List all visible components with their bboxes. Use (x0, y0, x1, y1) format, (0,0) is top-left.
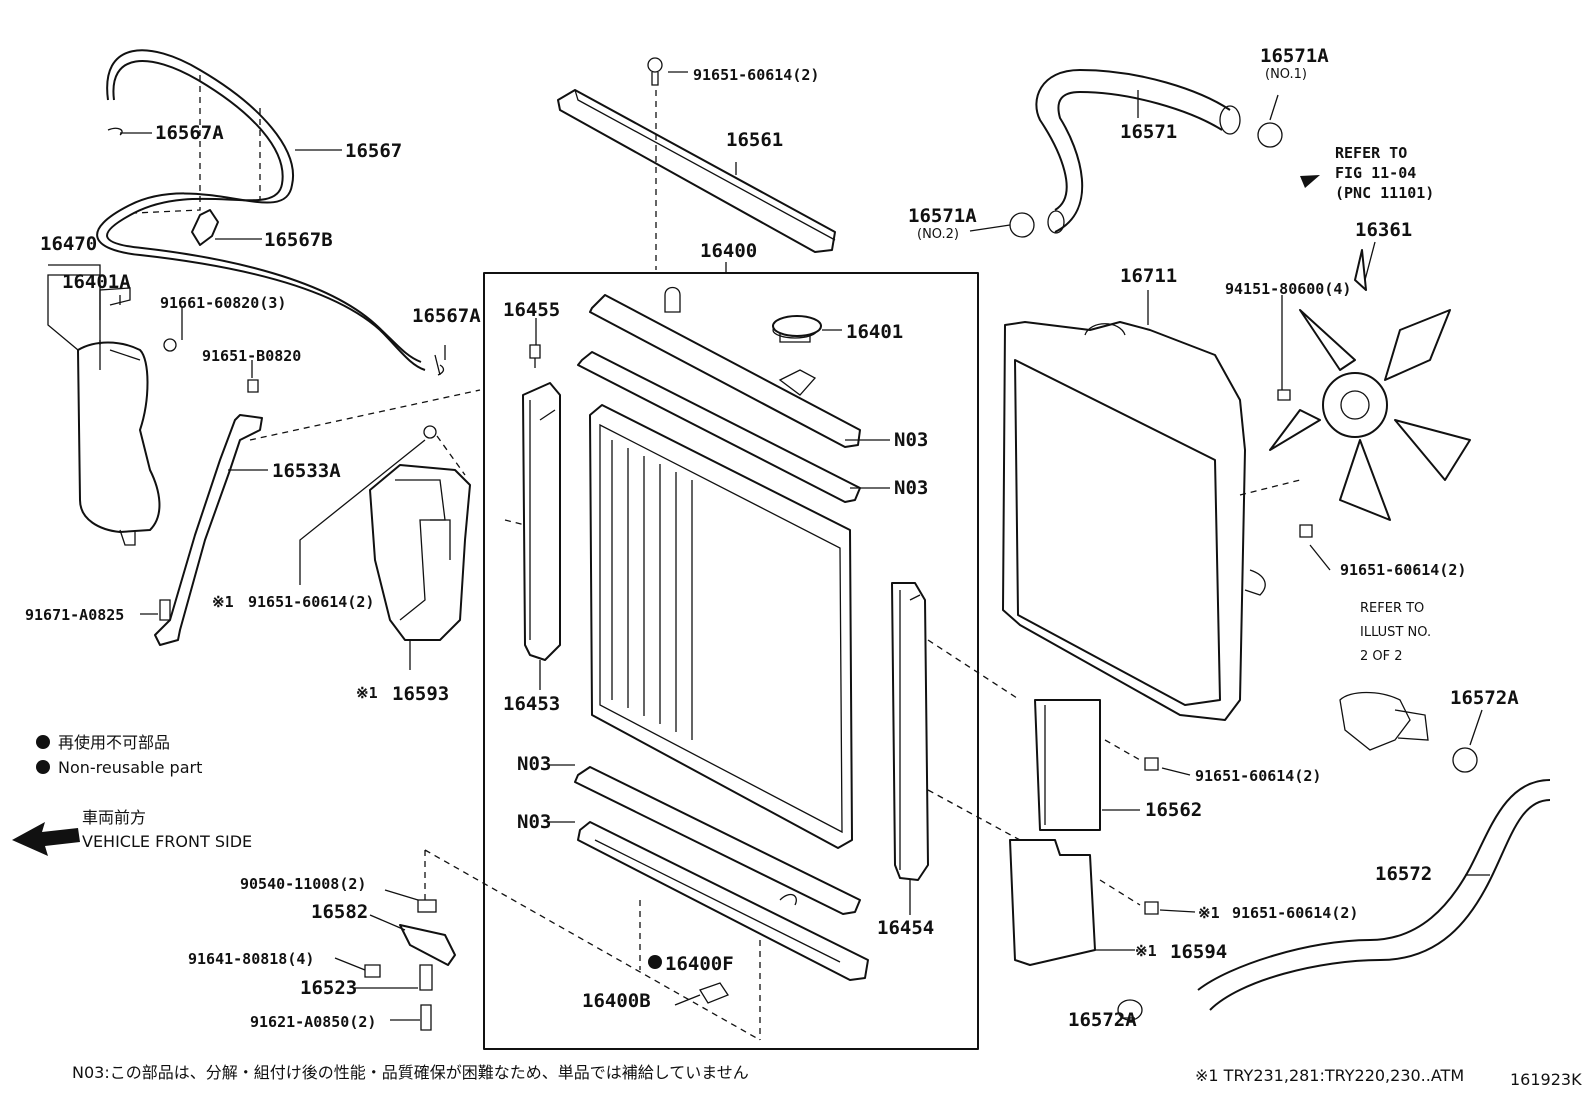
fan-shroud-16711 (1002, 321, 1266, 721)
refer-illust-line1: REFER TO (1360, 601, 1424, 616)
refer-illust-line3: 2 OF 2 (1360, 649, 1403, 664)
inlet-hose-16571 (1009, 69, 1283, 238)
label-16711: 16711 (1120, 265, 1177, 287)
label-91671-A0825: 91671-A0825 (25, 606, 124, 624)
label-16401: 16401 (846, 321, 903, 343)
legend-nonreusable-jp: 再使用不可部品 (58, 733, 170, 752)
nonreusable-16400F-icon (648, 955, 662, 969)
label-16571: 16571 (1120, 121, 1177, 143)
label-16567A-mid: 16567A (412, 305, 481, 327)
label-91641-80818: 91641-80818(4) (188, 950, 314, 968)
overflow-hose-16567 (96, 49, 426, 371)
leader-lines (47, 71, 1490, 1021)
air-guide-16593 (369, 425, 471, 641)
label-n03-2: N03 (894, 477, 928, 499)
label-16594: 16594 (1170, 941, 1227, 963)
shroud-panel-16594 (1009, 839, 1159, 966)
label-16562: 16562 (1145, 799, 1202, 821)
label-16361: 16361 (1355, 219, 1412, 241)
label-91651-60614-top: 91651-60614(2) (693, 66, 819, 84)
legend-front-jp: 車両前方 (82, 808, 146, 827)
mark-16594: ※1 (1135, 942, 1157, 960)
label-91651-60614-shroud: 91651-60614(2) (1195, 767, 1321, 785)
label-n03-1: N03 (894, 429, 928, 451)
label-16470: 16470 (40, 233, 97, 255)
clip-16567B (107, 127, 445, 621)
label-16571A-no2: 16571A (908, 205, 977, 227)
label-91621-A0850: 91621-A0850(2) (250, 1013, 376, 1031)
cap-16401 (772, 315, 822, 337)
footer-figure-id: 161923K (1510, 1070, 1582, 1089)
label-91651-60614-left: 91651-60614(2) (248, 593, 374, 611)
bolt-16455 (529, 344, 541, 368)
label-16401A: 16401A (62, 271, 131, 293)
label-16571A-no1: 16571A (1260, 45, 1329, 67)
refer-fig-line1: REFER TO (1335, 144, 1407, 162)
label-16400B: 16400B (582, 990, 651, 1012)
nonreusable-bullet-icon (36, 735, 50, 749)
label-16454: 16454 (877, 917, 934, 939)
side-bracket-16453 (504, 382, 561, 661)
reservoir-tank-16470 (77, 287, 161, 546)
label-16567: 16567 (345, 140, 402, 162)
label-16593: 16593 (392, 683, 449, 705)
bracket-group-16582 (364, 849, 761, 1041)
label-16453: 16453 (503, 693, 560, 715)
mark-16593: ※1 (356, 684, 378, 702)
radiator-assembly-16400 (483, 272, 979, 1050)
label-91651-60614-fan: 91651-60614(2) (1340, 561, 1466, 579)
label-16400: 16400 (700, 240, 757, 262)
label-91661-60820: 91661-60820(3) (160, 294, 286, 312)
label-16572: 16572 (1375, 863, 1432, 885)
label-n03-3: N03 (517, 753, 551, 775)
label-16582: 16582 (311, 901, 368, 923)
footer-n03-note: N03:この部品は、分解・組付け後の性能・品質確保が困難なため、単品では補給して… (72, 1063, 749, 1082)
upper-support-16561 (557, 57, 836, 270)
mark-left: ※1 (212, 593, 234, 611)
label-90540-11008: 90540-11008(2) (240, 875, 366, 893)
label-91651-60614-lower: 91651-60614(2) (1232, 904, 1358, 922)
front-arrow-icon (12, 822, 80, 856)
side-bracket-16454 (891, 582, 1021, 881)
legend-nonreusable-en: Non-reusable part (58, 758, 202, 777)
refer-illust-line2: ILLUST NO. (1360, 625, 1431, 640)
label-16523: 16523 (300, 977, 357, 999)
label-16561: 16561 (726, 129, 783, 151)
label-16571A-no2-sub: (NO.2) (917, 227, 959, 242)
label-16567B: 16567B (264, 229, 333, 251)
label-16533A: 16533A (272, 460, 341, 482)
legend-front-en: VEHICLE FRONT SIDE (82, 832, 252, 851)
label-16572A-bottom: 16572A (1068, 1009, 1137, 1031)
mark-lower: ※1 (1198, 904, 1220, 922)
label-16572A-top: 16572A (1450, 687, 1519, 709)
nonreusable-bullet-icon (36, 760, 50, 774)
reservoir-bracket-16533A (154, 389, 481, 646)
label-94151-80600: 94151-80600(4) (1225, 280, 1351, 298)
refer-fig-line2: FIG 11-04 (1335, 164, 1416, 182)
label-16455: 16455 (503, 299, 560, 321)
label-16571A-no1-sub: (NO.1) (1265, 67, 1307, 82)
shroud-panel-16562 (1034, 699, 1159, 831)
outlet-hose-16572 (1117, 691, 1551, 1021)
cooling-fan-16361 (1239, 249, 1471, 538)
label-91651-B0820: 91651-B0820 (202, 347, 301, 365)
footer-applicability: ※1 TRY231,281:TRY220,230..ATM (1195, 1066, 1464, 1085)
label-16400F: 16400F (665, 953, 734, 975)
refer-fig-line3: (PNC 11101) (1335, 184, 1434, 202)
label-n03-4: N03 (517, 811, 551, 833)
label-16567A: 16567A (155, 122, 224, 144)
